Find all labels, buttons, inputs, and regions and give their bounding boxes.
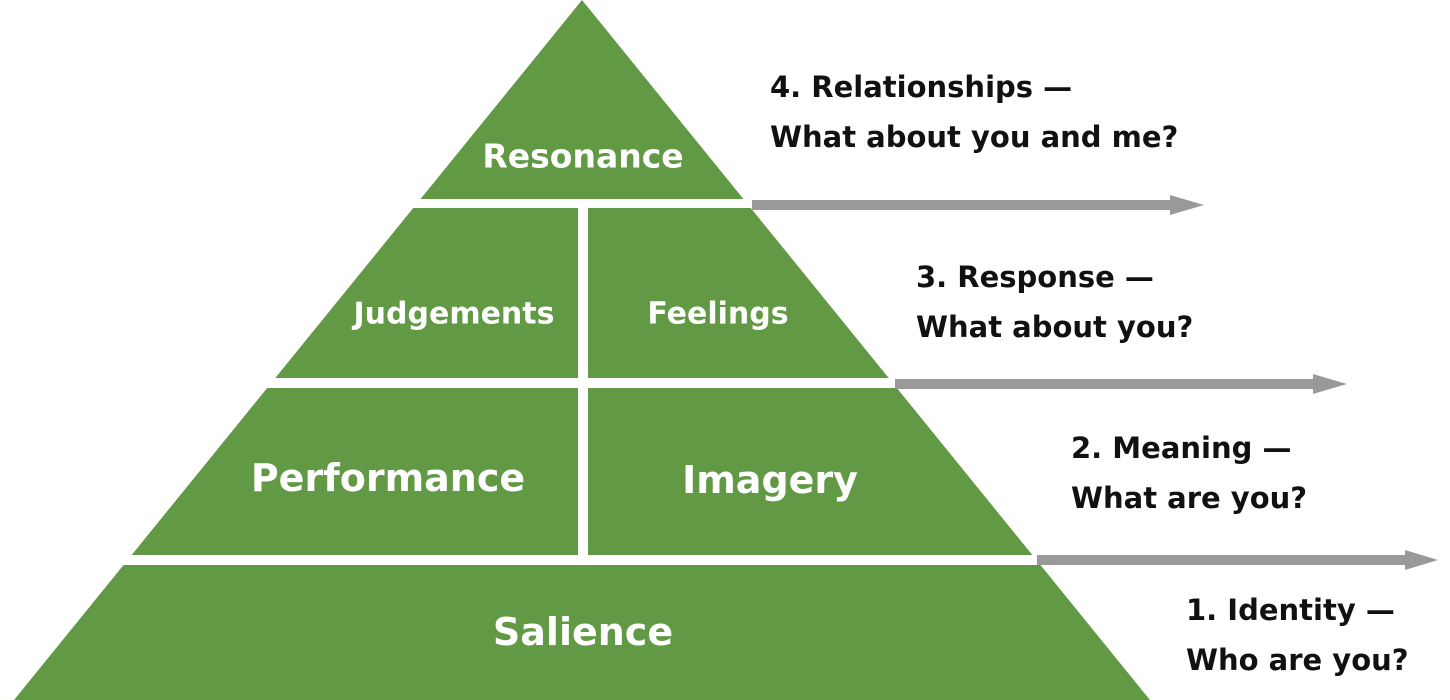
step-identity: 1. Identity — Who are you?	[1186, 585, 1409, 685]
step-response: 3. Response — What about you?	[916, 252, 1193, 352]
step-meaning: 2. Meaning — What are you?	[1071, 423, 1307, 523]
step-question: Who are you?	[1186, 643, 1409, 677]
level-feelings: Feelings	[647, 296, 789, 332]
divider-vertical	[578, 205, 588, 560]
level-judgements: Judgements	[353, 296, 555, 332]
divider-meaning	[100, 555, 1050, 565]
arrow-meaning	[1037, 550, 1438, 570]
step-question: What about you?	[916, 310, 1194, 344]
step-title: 1. Identity —	[1186, 593, 1395, 627]
arrow-relationships	[752, 195, 1204, 215]
divider-resonance	[400, 199, 760, 208]
step-title: 4. Relationships —	[770, 70, 1073, 104]
step-title: 3. Response —	[916, 260, 1154, 294]
level-performance: Performance	[250, 456, 526, 500]
step-question: What about you and me?	[770, 120, 1179, 154]
step-title: 2. Meaning —	[1071, 431, 1292, 465]
level-salience: Salience	[492, 610, 674, 654]
level-resonance: Resonance	[482, 136, 684, 176]
level-imagery: Imagery	[682, 458, 858, 502]
arrow-response	[895, 374, 1347, 394]
step-question: What are you?	[1071, 481, 1308, 515]
step-relationships: 4. Relationships — What about you and me…	[770, 62, 1178, 162]
